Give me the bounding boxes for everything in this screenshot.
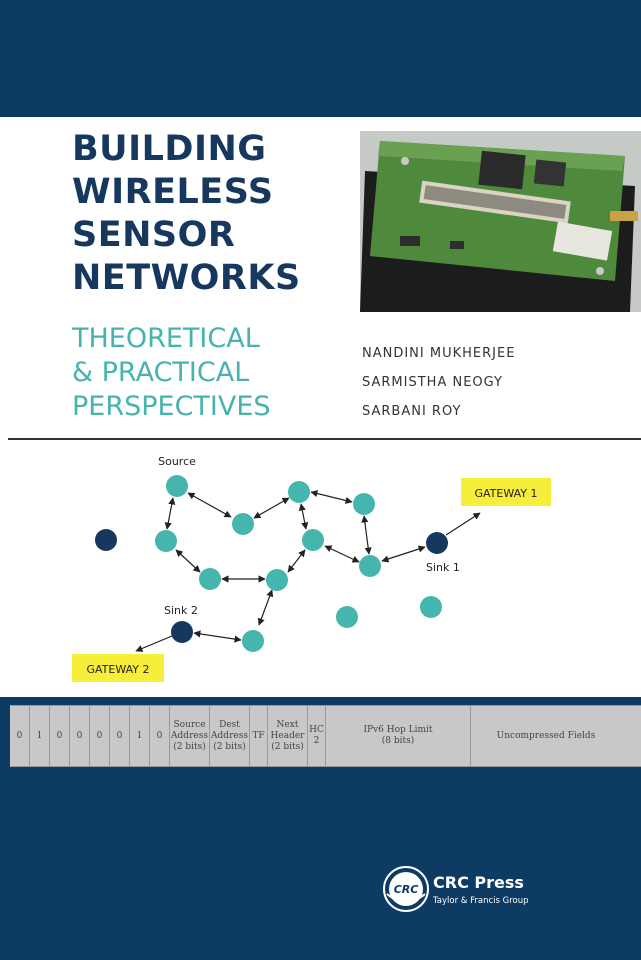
field-hc2: HC 2 — [308, 706, 326, 766]
crc-logo-icon: CRC — [383, 866, 429, 912]
network-links — [135, 490, 481, 652]
field-line: Address — [211, 730, 248, 741]
field-line: (2 bits) — [173, 741, 206, 752]
sensor-node — [353, 493, 375, 515]
bit-cell: 0 — [150, 706, 170, 766]
field-line: IPv6 Hop Limit — [363, 725, 433, 735]
title-line: WIRELESS — [72, 172, 274, 212]
logo-text: CRC — [394, 883, 419, 896]
sensor-node — [288, 481, 310, 503]
sensor-node — [359, 555, 381, 577]
divider-rule — [8, 438, 641, 440]
subtitle-line: & PRACTICAL — [72, 357, 250, 388]
sensor-node — [242, 630, 264, 652]
field-line: Dest — [219, 719, 240, 730]
subtitle-line: THEORETICAL — [72, 323, 260, 354]
sink2-label: Sink 2 — [164, 604, 198, 617]
bit-cell: 0 — [110, 706, 130, 766]
title-line: SENSOR — [72, 215, 236, 255]
sensor-nodes — [95, 475, 448, 652]
sensor-node — [266, 569, 288, 591]
gateway2-box — [72, 654, 164, 682]
field-hop-limit: IPv6 Hop Limit (8 bits) — [326, 706, 471, 766]
field-line: (2 bits) — [271, 741, 304, 752]
field-line: Address — [171, 730, 208, 741]
author-name: SARMISTHA NEOGY — [362, 375, 504, 390]
sink-node — [171, 621, 193, 643]
field-line: Header — [270, 730, 305, 741]
title-line: NETWORKS — [72, 258, 301, 298]
author-list: NANDINI MUKHERJEE SARMISTHA NEOGY SARBAN… — [362, 339, 515, 426]
bit-cell: 1 — [30, 706, 50, 766]
bit-cell: 0 — [50, 706, 70, 766]
sensor-node — [420, 596, 442, 618]
bit-cell: 0 — [90, 706, 110, 766]
field-next-header: Next Header (2 bits) — [268, 706, 308, 766]
bit-cell: 1 — [130, 706, 150, 766]
field-line: HC — [309, 725, 324, 735]
sensor-board-photo — [360, 131, 641, 312]
field-line: 2 — [313, 736, 320, 746]
book-title: BUILDING WIRELESS SENSOR NETWORKS — [72, 128, 362, 300]
field-line: (8 bits) — [381, 736, 415, 746]
sensor-node — [155, 530, 177, 552]
network-diagram: Source Sink 1 Sink 2 GATEWAY 1 GATEWAY 2 — [72, 455, 551, 682]
sink-node — [426, 532, 448, 554]
field-line: Uncompressed Fields — [496, 730, 596, 741]
sensor-node — [336, 606, 358, 628]
source-label: Source — [158, 455, 196, 468]
field-tf: TF — [250, 706, 268, 766]
title-line: BUILDING — [72, 129, 267, 169]
sensor-node — [232, 513, 254, 535]
field-line: (2 bits) — [213, 741, 246, 752]
field-line: TF — [252, 730, 265, 741]
isolated-node — [95, 529, 117, 551]
field-source-address: Source Address (2 bits) — [170, 706, 210, 766]
field-line: Next — [276, 719, 299, 730]
packet-header-table: 0 1 0 0 0 0 1 0 Source Address (2 bits) … — [10, 705, 641, 767]
book-subtitle: THEORETICAL & PRACTICAL PERSPECTIVES — [72, 322, 362, 424]
publisher-logo: CRC CRC Press Taylor & Francis Group — [381, 864, 551, 916]
sink1-label: Sink 1 — [426, 561, 460, 574]
author-name: SARBANI ROY — [362, 404, 462, 419]
subtitle-line: PERSPECTIVES — [72, 391, 271, 422]
bit-cell: 0 — [70, 706, 90, 766]
field-uncompressed: Uncompressed Fields — [471, 706, 621, 766]
sensor-node — [199, 568, 221, 590]
author-name: NANDINI MUKHERJEE — [362, 346, 516, 361]
field-dest-address: Dest Address (2 bits) — [210, 706, 250, 766]
top-band — [0, 0, 641, 117]
gateway1-label: GATEWAY 1 — [474, 487, 537, 500]
gateway1-box — [461, 478, 551, 506]
source-node — [166, 475, 188, 497]
publisher-subtitle: Taylor & Francis Group — [433, 896, 529, 906]
gateway2-label: GATEWAY 2 — [86, 663, 149, 676]
publisher-name: CRC Press — [433, 873, 524, 892]
sensor-board-illustration — [360, 131, 641, 312]
sensor-node — [302, 529, 324, 551]
field-line: Source — [173, 719, 206, 730]
bit-cell: 0 — [10, 706, 30, 766]
